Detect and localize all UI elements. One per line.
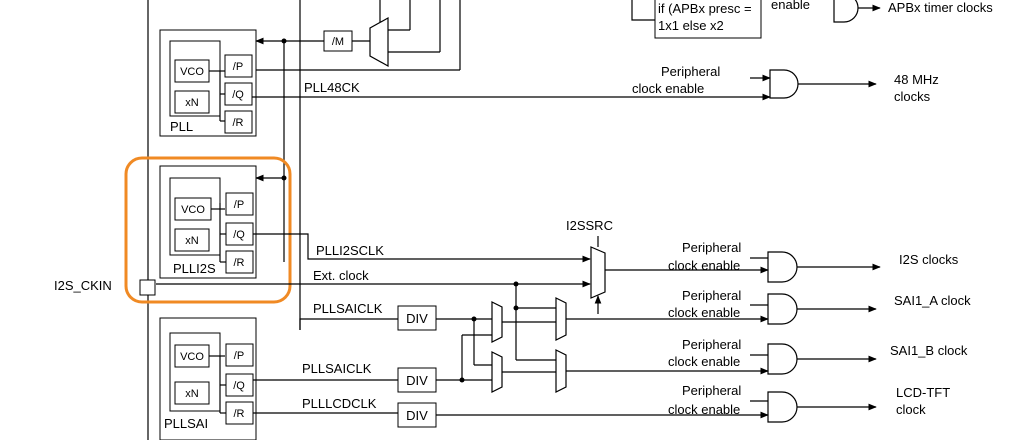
- periph-lcd-line2: clock enable: [668, 402, 740, 417]
- pll-main-name: PLL: [170, 119, 193, 134]
- periph-lcd-line1: Peripheral: [682, 383, 741, 398]
- pllsai-q-label: /Q: [233, 380, 245, 392]
- apbx-timer-clocks-label: APBx timer clocks: [888, 0, 993, 15]
- div-box-3-label: DIV: [406, 408, 428, 423]
- pll-main-vco-label: VCO: [180, 66, 204, 78]
- div-box-1-label: DIV: [406, 311, 428, 326]
- plli2s-xn-label: xN: [185, 235, 199, 247]
- div2-junction: [459, 377, 465, 383]
- pll-main-r-box: [224, 110, 253, 134]
- i2ssrc-label: I2SSRC: [566, 218, 613, 233]
- pll-main-q-label: /Q: [232, 89, 244, 101]
- pll-i2s-block: VCO xN /P /Q /R PLLI2S: [124, 156, 292, 304]
- plli2s-q-label: /Q: [233, 229, 245, 241]
- periph-sai-b-line1: Peripheral: [682, 337, 741, 352]
- apb-and-gate: [833, 0, 859, 23]
- i2s-clocks-label: I2S clocks: [899, 252, 959, 267]
- lcd-tft-line2: clock: [896, 402, 926, 417]
- pllsaiclk-1-line: [299, 318, 398, 330]
- sai-div-paths: PLLSAICLK DIV PLLSAICLK DIV PLLLCDCLK DI…: [253, 281, 769, 428]
- clk48-line2: clocks: [894, 89, 931, 104]
- pllsaiclk-2-label: PLLSAICLK: [302, 361, 372, 376]
- plli2s-name: PLLI2S: [173, 261, 216, 276]
- plli2sclk-line: [253, 233, 591, 263]
- plli2s-r-label: /R: [234, 257, 245, 269]
- i2s-ckin-label: I2S_CKIN: [54, 278, 112, 293]
- sai-b-src-mux: [555, 349, 567, 393]
- pll-main-xn-label: xN: [185, 97, 199, 109]
- plli2s-p-box: [225, 192, 254, 216]
- pll-sai-block: VCO xN /P /Q /R PLLSAI: [159, 317, 257, 440]
- and-gate-lcd: [767, 391, 798, 423]
- pll48ck-label: PLL48CK: [304, 80, 360, 95]
- sai-a-mux: [491, 301, 503, 343]
- periph-i2s-line1: Peripheral: [682, 240, 741, 255]
- pllsai-xn-box: [174, 381, 210, 405]
- div-box-1: [397, 305, 437, 331]
- clk48-line1: 48 MHz: [894, 72, 939, 87]
- plli2sclk-label: PLLI2SCLK: [316, 243, 384, 258]
- ext-src-a-junction: [513, 305, 519, 311]
- sai1-a-clock-label: SAI1_A clock: [894, 293, 971, 308]
- plli2s-vco-label: VCO: [181, 204, 205, 216]
- sai1-a-output: Peripheral clock enable SAI1_A clock: [668, 288, 971, 325]
- i2s-ckin-pin: [139, 279, 156, 296]
- plli2s-p-label: /P: [234, 199, 244, 211]
- div1-junction: [471, 316, 477, 322]
- m-divider-group: /M: [255, 0, 461, 330]
- periph-48-line1: Peripheral: [661, 64, 720, 79]
- apb-enable-text: enable: [771, 0, 810, 12]
- ext-clock-label: Ext. clock: [313, 268, 369, 283]
- periph-sai-a-line2: clock enable: [668, 305, 740, 320]
- sai-b-mux: [491, 351, 503, 393]
- apb-box-input: [631, 0, 655, 21]
- plli2s-highlight-outline: [124, 156, 292, 304]
- lcd-tft-line1: LCD-TFT: [896, 385, 950, 400]
- and-gate-48: [769, 69, 799, 99]
- pllsai-vco-label: VCO: [180, 351, 204, 363]
- m-input-mux: [369, 16, 389, 68]
- and-gate-sai-a: [767, 293, 798, 325]
- lcd-tft-output: Peripheral clock enable LCD-TFT clock: [668, 383, 950, 423]
- div-box-3: [397, 402, 437, 428]
- pll-main-r-label: /R: [233, 117, 244, 129]
- m-divider-box: [323, 30, 353, 52]
- periph-sai-b-line2: clock enable: [668, 354, 740, 369]
- pll48ck-path: PLL48CK Peripheral clock enable 48 MHz c…: [252, 64, 939, 104]
- pll-main-p-box: [224, 54, 253, 78]
- div-box-2-label: DIV: [406, 373, 428, 388]
- and-gate-sai-b: [767, 343, 798, 375]
- pll-main-xn-box: [174, 90, 210, 114]
- apb-presc-box: [654, 0, 762, 39]
- i2s-clock-path: PLLI2SCLK Ext. clock I2S_CKIN I2SSRC Per…: [54, 218, 959, 314]
- pllsai-p-label: /P: [234, 350, 244, 362]
- sai1-b-output: Peripheral clock enable SAI1_B clock: [668, 337, 968, 375]
- pllsaiclk-1-label: PLLSAICLK: [313, 301, 383, 316]
- pll-main-p-label: /P: [233, 61, 243, 73]
- pll-main-block: VCO xN /P /Q /R PLL: [159, 29, 257, 137]
- apb-box-line1: if (APBx presc =: [658, 1, 752, 16]
- periph-i2s-line2: clock enable: [668, 258, 740, 273]
- sai-a-src-mux: [555, 297, 567, 341]
- and-gate-i2s: [767, 251, 798, 283]
- plllcdclk-label: PLLLCDCLK: [302, 396, 377, 411]
- periph-48-line2: clock enable: [632, 81, 704, 96]
- plli2s-xn-box: [174, 228, 210, 252]
- periph-sai-a-line1: Peripheral: [682, 288, 741, 303]
- i2ssrc-mux: [590, 246, 606, 299]
- pllsai-r-label: /R: [234, 408, 245, 420]
- pllsai-p-box: [225, 343, 254, 367]
- sai1-b-clock-label: SAI1_B clock: [890, 343, 968, 358]
- plli2s-ref-junction: [281, 175, 287, 181]
- apb-presc-group: if (APBx presc = 1x1 else x2 enable APBx…: [631, 0, 993, 39]
- pllsai-name: PLLSAI: [164, 416, 208, 431]
- pllsai-xn-label: xN: [185, 388, 199, 400]
- apb-box-line2: 1x1 else x2: [658, 18, 724, 33]
- ext-clock-junction: [513, 281, 519, 287]
- m-divider-label: /M: [332, 36, 344, 48]
